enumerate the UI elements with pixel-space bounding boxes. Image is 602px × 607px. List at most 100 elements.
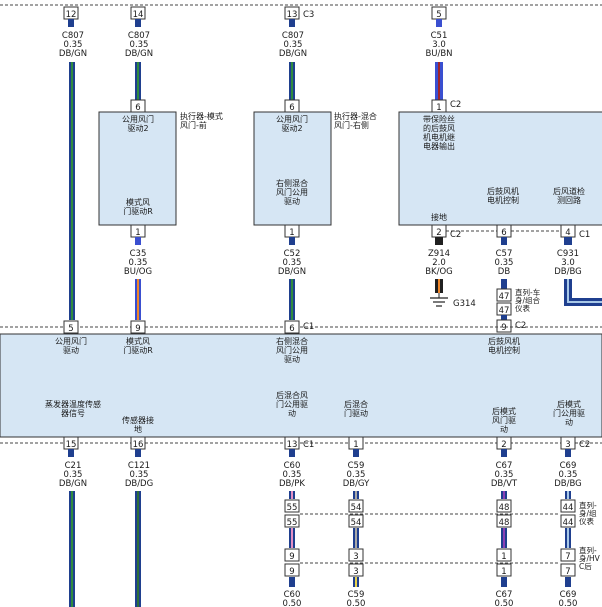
connector-label: C1 — [303, 440, 314, 450]
wire-size: 0.35 — [64, 40, 83, 50]
inline-note: 直列- — [579, 500, 597, 510]
wire-stripe — [137, 491, 139, 607]
wire-size: 3.0 — [561, 258, 575, 268]
module-pin-label: 右侧混合 — [276, 336, 308, 346]
module-label: 动 — [288, 408, 296, 418]
wire-size: 0.35 — [495, 258, 514, 268]
module-label: 动 — [500, 424, 508, 434]
wire-size: 0.50 — [283, 599, 302, 607]
pin-box — [496, 319, 512, 333]
wire-stub — [501, 449, 507, 457]
wire-stripe — [503, 528, 505, 548]
actuator-inner-label: 风门公用 — [276, 187, 308, 197]
pin-number: 14 — [133, 10, 144, 20]
pin-number: 9 — [501, 323, 506, 333]
wire-color: DB/GN — [278, 267, 306, 277]
wire-size: 0.50 — [559, 599, 578, 607]
pin-number: 1 — [289, 228, 294, 238]
wire-color: BK/OG — [425, 267, 453, 277]
pin-number: 13 — [287, 440, 298, 450]
pin-box — [496, 563, 512, 577]
wire-stripe — [355, 528, 357, 548]
pin-box — [496, 514, 512, 528]
wire-size: 0.35 — [284, 40, 303, 50]
wire-color: DB/DG — [125, 479, 153, 489]
module-label: 后模式 — [557, 399, 581, 409]
pin-number: 7 — [565, 567, 570, 577]
pin-number: 5 — [68, 324, 73, 334]
wire-size: 3.0 — [432, 40, 446, 50]
pin-box — [284, 548, 300, 562]
wire-size: 0.35 — [130, 470, 149, 480]
pin-number: 3 — [353, 567, 358, 577]
wire-stub — [135, 19, 141, 27]
module-label: 动 — [565, 417, 573, 427]
module-inner-labels: 蒸发器温度传感 器信号 传感器接 地 后混合风 门公用驱 动 后混合 门驱动 后… — [45, 390, 585, 434]
connector-label: C3 — [303, 10, 314, 20]
actuator-inner-label: 模式风 — [126, 197, 150, 207]
wire-stub — [564, 237, 572, 245]
pin-box — [560, 548, 576, 562]
pin-number: 6 — [135, 103, 140, 113]
wire-stub — [501, 315, 507, 320]
pin-number: 2 — [436, 228, 441, 238]
wire-stripe — [355, 491, 357, 499]
wire-name: Z914 — [428, 249, 450, 259]
inline-note: C后 — [579, 561, 592, 571]
wire-stub — [289, 19, 295, 27]
wire-name: C60 — [284, 590, 301, 600]
actuator-title: 风门-前 — [180, 120, 207, 130]
wire-stub — [135, 237, 141, 245]
wire-size: 0.35 — [130, 40, 149, 50]
pin-number: 6 — [501, 228, 506, 238]
wire-stub — [135, 449, 141, 457]
wire-stripe — [438, 279, 440, 293]
wire-stripe — [438, 62, 440, 100]
ground-label: G314 — [453, 299, 476, 309]
pin-box — [560, 563, 576, 577]
wire-stripe — [137, 279, 139, 320]
pin-number: 9 — [135, 324, 140, 334]
pin-box — [348, 514, 364, 528]
wire-name: C807 — [128, 31, 150, 41]
inline-note: 直列-车 — [515, 287, 541, 297]
pin-box — [284, 320, 300, 334]
module-label: 门公用驱 — [553, 408, 585, 418]
wire-stripe — [567, 491, 569, 499]
wire-stub — [353, 449, 359, 457]
pin-number: 1 — [353, 440, 358, 450]
wire-c57 — [501, 279, 507, 289]
wire-stub — [565, 449, 571, 457]
wire-stripe — [71, 491, 73, 607]
inline-note: 身/HV — [579, 553, 601, 563]
module-pin-label: 电机控制 — [488, 345, 520, 355]
pin-box — [130, 320, 146, 334]
wire-name: C69 — [560, 590, 577, 600]
wire-size: 0.35 — [129, 258, 148, 268]
actuator-inner-label: 门驱动R — [123, 206, 153, 216]
connector-label: C2 — [450, 230, 461, 240]
connector-label: C2 — [579, 440, 590, 450]
pin-number: 1 — [135, 228, 140, 238]
wire-name: C21 — [65, 461, 82, 471]
module-label: 门驱动 — [344, 408, 368, 418]
module-label: 蒸发器温度传感 — [45, 399, 101, 409]
wire-name: C59 — [348, 461, 365, 471]
inline-note: 身/组合 — [515, 295, 541, 305]
module-pin-label: 后鼓风机 — [488, 336, 520, 346]
module-label: 器信号 — [61, 408, 85, 418]
wire-name: C121 — [128, 461, 150, 471]
pin-number: 55 — [287, 503, 298, 513]
wire-size: 0.35 — [347, 470, 366, 480]
module-pin-label: 驱动 — [63, 345, 79, 355]
relay-inner-label: 后风道检 — [553, 186, 585, 196]
connector-label: C2 — [515, 321, 526, 331]
pin-box — [496, 499, 512, 513]
wire-stub — [289, 577, 295, 587]
wire-name: C67 — [496, 461, 513, 471]
wire-color: DB/BG — [554, 479, 582, 489]
pin-number: 1 — [501, 567, 506, 577]
inline-note: 仪表 — [579, 516, 594, 526]
pin-box — [560, 499, 576, 513]
pin-number: 44 — [563, 503, 574, 513]
